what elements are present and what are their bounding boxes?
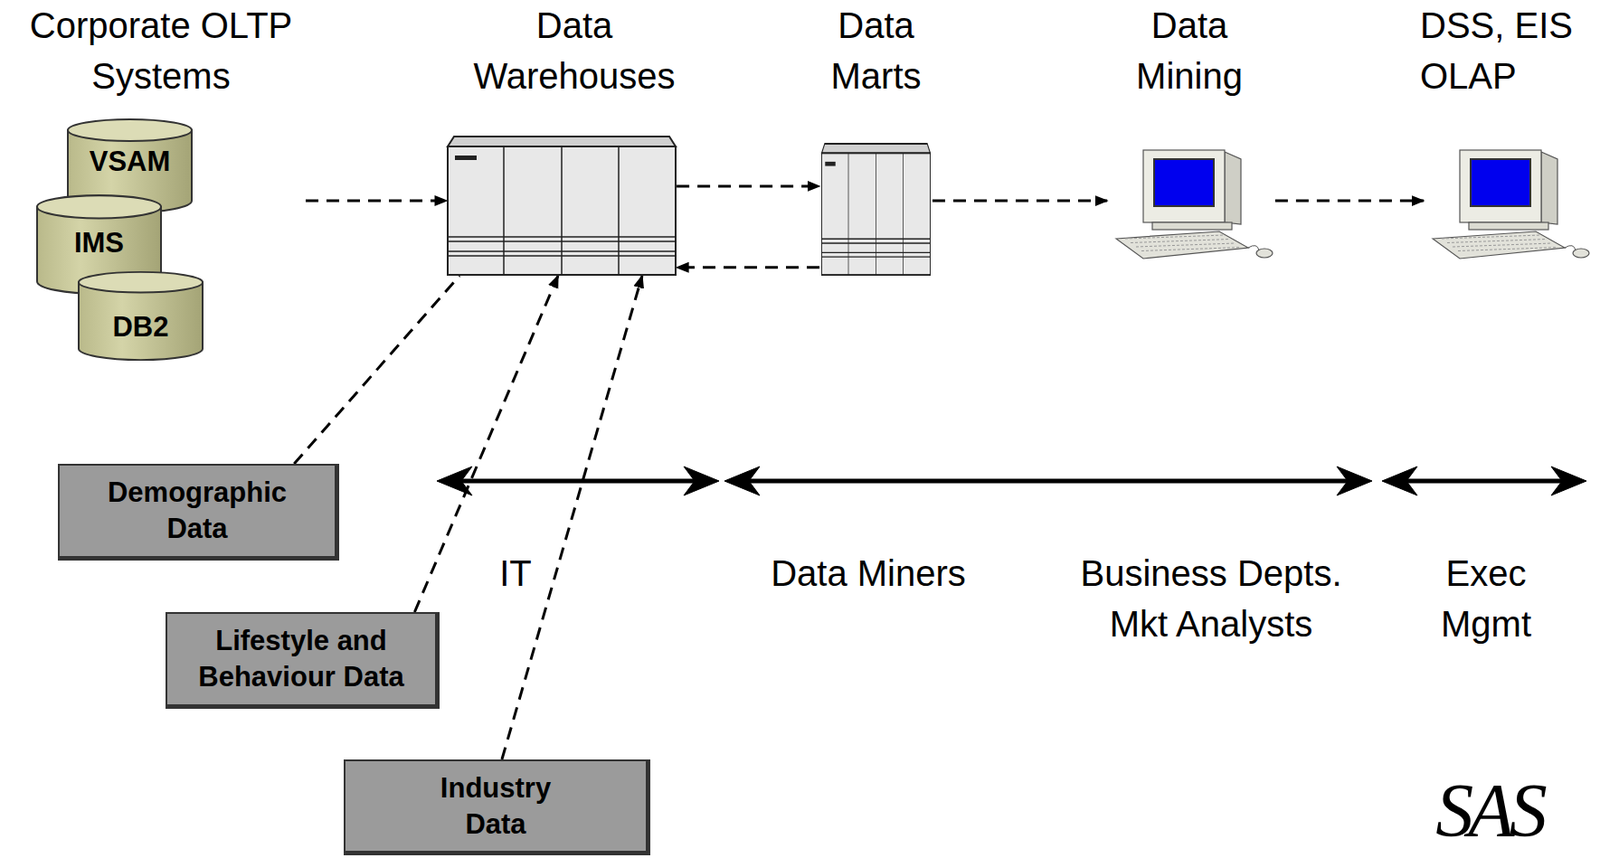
role-label: Business Depts. Mkt Analysts bbox=[1070, 548, 1352, 650]
server-cabinet bbox=[821, 142, 931, 276]
source-label: Demographic Data bbox=[93, 474, 302, 548]
database-name: IMS bbox=[35, 226, 163, 261]
source-label: Industry Data bbox=[414, 770, 578, 843]
double-arrow bbox=[724, 466, 1373, 496]
grey-node: Lifestyle and Behaviour Data bbox=[165, 612, 440, 710]
data-flow bbox=[1275, 199, 1424, 203]
data-flow bbox=[676, 265, 820, 269]
data-flow bbox=[932, 199, 1108, 203]
company-logo: SAS bbox=[1416, 770, 1562, 853]
stage-heading: Data Warehouses bbox=[465, 0, 683, 102]
data-flow bbox=[414, 275, 559, 613]
stage-heading: Data Mining bbox=[1121, 0, 1258, 102]
data-flow bbox=[305, 198, 447, 202]
double-arrow bbox=[436, 466, 720, 496]
computer-node: DSS, EIS OLAP bbox=[1418, 0, 1595, 263]
computer-node: Data Mining bbox=[1094, 0, 1285, 263]
data-flow bbox=[676, 184, 820, 188]
server-node: Data Marts bbox=[819, 0, 933, 276]
database-name: VSAM bbox=[66, 144, 194, 180]
data-flow bbox=[293, 275, 460, 464]
stage-heading: DSS, EIS OLAP bbox=[1420, 0, 1592, 102]
computer-icon bbox=[1107, 148, 1276, 261]
double-arrow bbox=[1382, 466, 1587, 496]
database-name: DB2 bbox=[76, 310, 205, 345]
cyl-node: DB2 bbox=[76, 270, 205, 362]
stage-heading: Data Marts bbox=[819, 0, 933, 102]
group-node: Corporate OLTP SystemsVSAM IMS DB2 bbox=[16, 0, 306, 367]
source-label: Lifestyle and Behaviour Data bbox=[177, 623, 427, 696]
grey-node: Demographic Data bbox=[57, 463, 340, 561]
role-label: Data Miners bbox=[755, 548, 982, 599]
computer-icon bbox=[1423, 148, 1592, 261]
stage-heading: Corporate OLTP Systems bbox=[16, 0, 306, 102]
role-label: IT bbox=[488, 548, 543, 599]
data-flow bbox=[501, 275, 643, 760]
server-cabinet bbox=[446, 135, 677, 276]
grey-node: Industry Data bbox=[343, 759, 651, 856]
server-node: Data Warehouses bbox=[438, 0, 711, 276]
role-label: Exec Mgmt bbox=[1427, 548, 1545, 650]
